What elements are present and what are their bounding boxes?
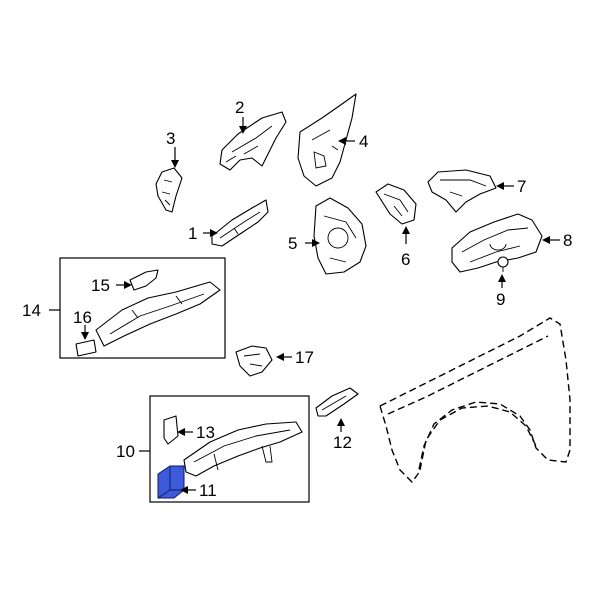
callout-11: 11 bbox=[199, 481, 217, 500]
part-9-clip[interactable] bbox=[497, 256, 509, 272]
part-1-rail[interactable] bbox=[211, 199, 269, 247]
callout-6: 6 bbox=[401, 250, 410, 269]
arrow-11 bbox=[180, 486, 188, 494]
arrow-3 bbox=[171, 160, 179, 168]
callout-13: 13 bbox=[196, 423, 215, 442]
callout-1: 1 bbox=[188, 224, 197, 243]
callout-10: 10 bbox=[116, 442, 135, 461]
callout-8: 8 bbox=[563, 231, 572, 250]
callout-12: 12 bbox=[333, 433, 352, 452]
group-box-14 bbox=[59, 257, 226, 359]
callout-17: 17 bbox=[295, 348, 314, 367]
arrow-15 bbox=[124, 281, 132, 289]
arrow-17 bbox=[276, 353, 284, 361]
arrow-12 bbox=[337, 418, 345, 426]
arrow-16 bbox=[81, 332, 89, 340]
part-13-bracket[interactable] bbox=[163, 415, 179, 445]
arrow-5 bbox=[312, 239, 320, 247]
arrow-1 bbox=[210, 229, 218, 237]
part-15-bracket[interactable] bbox=[129, 269, 159, 291]
group-box-10 bbox=[149, 395, 310, 503]
part-3-bracket[interactable] bbox=[155, 167, 183, 213]
callout-2: 2 bbox=[235, 98, 244, 117]
callout-5: 5 bbox=[288, 234, 297, 253]
arrow-13 bbox=[177, 428, 185, 436]
part-17-bracket[interactable] bbox=[235, 345, 273, 377]
arrow-2 bbox=[239, 126, 247, 134]
part-6-brace[interactable] bbox=[375, 183, 417, 225]
part-11-bracket-highlighted[interactable] bbox=[157, 465, 185, 499]
part-8-inner-apron[interactable] bbox=[451, 213, 543, 273]
callout-14: 14 bbox=[22, 301, 41, 320]
part-16-plate[interactable] bbox=[75, 339, 97, 357]
arrow-8 bbox=[542, 236, 550, 244]
callout-16: 16 bbox=[73, 308, 92, 327]
arrow-7 bbox=[496, 182, 504, 190]
callout-4: 4 bbox=[359, 132, 368, 151]
part-2-apron-upper[interactable] bbox=[219, 111, 287, 171]
part-10-frame-rail[interactable] bbox=[183, 421, 303, 477]
part-14-frame-rail[interactable] bbox=[95, 281, 221, 347]
callout-15: 15 bbox=[91, 276, 110, 295]
arrow-9 bbox=[498, 274, 506, 282]
part-4-shock-tower[interactable] bbox=[297, 93, 357, 187]
arrow-4 bbox=[338, 137, 346, 145]
arrow-6 bbox=[402, 226, 410, 234]
callout-7: 7 bbox=[517, 177, 526, 196]
callout-3: 3 bbox=[166, 129, 175, 148]
fender-outline bbox=[379, 317, 571, 484]
callout-9: 9 bbox=[496, 290, 505, 309]
part-12-rail[interactable] bbox=[315, 387, 359, 417]
part-7-reinforcement[interactable] bbox=[427, 169, 497, 213]
part-5-wheelhouse[interactable] bbox=[313, 197, 367, 275]
